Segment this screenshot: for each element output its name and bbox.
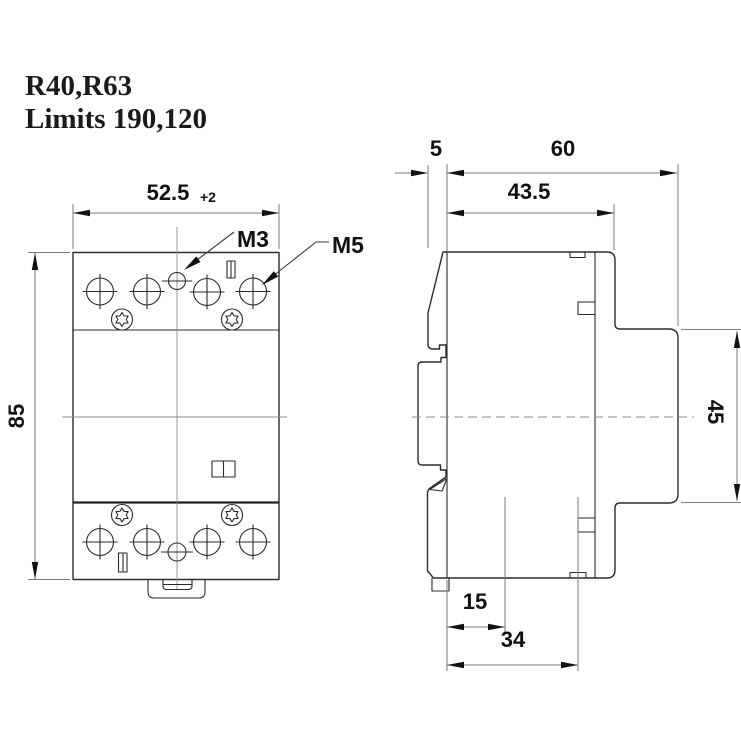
din-spring-clip-tip [428, 477, 448, 492]
arrowhead-icon [447, 623, 464, 631]
front-indicator-window [211, 460, 236, 478]
label-power-terminal: M5 [332, 232, 364, 258]
torx-screw-icon [110, 503, 134, 527]
arrowhead-icon [262, 209, 279, 217]
dim-bottom-inner-value: 15 [463, 589, 487, 614]
front-bottom-terminals [81, 503, 272, 573]
dim-bottom-outer-value: 34 [501, 627, 526, 652]
arrowhead-icon [561, 661, 578, 669]
title-limits-line: Limits 190,120 [25, 103, 207, 135]
coil-terminal-callout: M3 [184, 226, 269, 270]
dim-rail-offset-value: 5 [430, 136, 442, 161]
arrowhead-icon [660, 169, 677, 177]
side-lower-clip [577, 517, 595, 533]
arrowhead-icon [447, 209, 464, 217]
leader-arrowhead-icon [184, 256, 201, 270]
title-model-line: R40,R63 [25, 70, 132, 102]
arrowhead-icon [73, 209, 90, 217]
arrowhead-icon [411, 169, 428, 177]
dim-width-tolerance: +2 [200, 189, 216, 205]
torx-screw-icon [110, 308, 134, 331]
dim-total-depth-value: 60 [551, 136, 575, 161]
front-dimensions: 52.5 +2 85 M3 M5 [4, 180, 364, 580]
side-view [412, 251, 694, 592]
side-upper-clip [577, 301, 595, 316]
dim-body-depth-value: 43.5 [508, 179, 551, 204]
arrowhead-icon [488, 623, 505, 631]
dim-width-value: 52.5 [147, 180, 190, 205]
arrowhead-icon [31, 562, 39, 579]
arrowhead-icon [31, 253, 39, 270]
torx-screw-icon [220, 308, 244, 331]
arrowhead-icon [447, 661, 464, 669]
side-bottom-left-tab [431, 578, 450, 592]
front-top-terminals [81, 260, 272, 331]
leader-arrowhead-icon [262, 271, 279, 285]
arrowhead-icon [597, 209, 614, 217]
arrowhead-icon [733, 331, 741, 348]
arrowhead-icon [733, 484, 741, 501]
front-din-clip [147, 579, 206, 599]
power-terminal-callout: M5 [262, 232, 364, 285]
torx-screw-icon [220, 503, 244, 527]
drawing-title: R40,R63 Limits 190,120 [25, 70, 207, 135]
front-body-outline [72, 251, 280, 581]
dim-rail-height-value: 45 [703, 400, 728, 424]
arrowhead-icon [447, 169, 464, 177]
front-view [62, 227, 287, 599]
dim-height-value: 85 [4, 404, 29, 428]
side-dimensions: 5 60 43.5 45 15 34 [395, 136, 741, 671]
label-coil-terminal: M3 [237, 226, 269, 252]
side-top-tab [569, 252, 586, 259]
side-profile-outline [417, 251, 679, 579]
